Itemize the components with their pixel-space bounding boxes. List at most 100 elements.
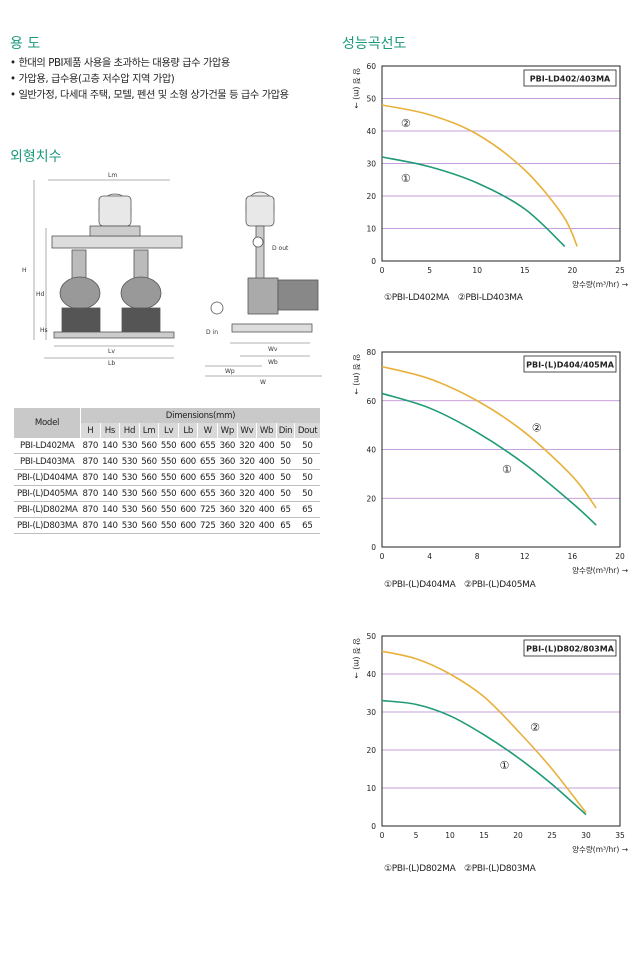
y-tick-label: 50 <box>366 632 376 641</box>
model-cell: PBI-(L)D802MA <box>14 501 81 518</box>
value-cell: 550 <box>158 453 179 470</box>
legend-item: ①PBI-LD402MA <box>384 293 450 303</box>
value-cell: 50 <box>276 438 295 454</box>
value-cell: 65 <box>294 501 320 518</box>
value-cell: 400 <box>256 485 277 502</box>
value-cell: 140 <box>100 501 120 518</box>
chart-2-legend: ①PBI-(L)D404MA ②PBI-(L)D405MA <box>384 580 536 590</box>
chart-title-box <box>523 639 617 657</box>
value-cell: 320 <box>237 501 257 518</box>
chart-title: PBI-(L)D802/803MA <box>526 645 615 654</box>
value-cell: 560 <box>139 517 159 534</box>
x-tick-label: 15 <box>520 266 530 275</box>
usage-bullet: • 한대의 PBI제품 사용을 초과하는 대용량 급수 가압용 <box>10 58 230 69</box>
value-cell: 140 <box>100 517 120 534</box>
y-tick-label: 30 <box>366 708 376 717</box>
legend-item: ①PBI-(L)D802MA <box>384 864 456 874</box>
chart-3-legend: ①PBI-(L)D802MA ②PBI-(L)D803MA <box>384 864 536 874</box>
value-cell: 50 <box>294 469 320 486</box>
value-cell: 530 <box>119 501 140 518</box>
pump-drawing: Lm H Hd Hs Lv Lb D out D in Wv Wb Wp W <box>22 172 322 386</box>
value-cell: 360 <box>217 485 238 502</box>
value-cell: 400 <box>256 438 277 454</box>
y-tick-label: 20 <box>366 494 376 503</box>
value-cell: 400 <box>256 501 277 518</box>
value-cell: 725 <box>197 501 218 518</box>
value-cell: 550 <box>158 501 179 518</box>
value-cell: 725 <box>197 517 218 534</box>
x-tick-label: 25 <box>615 266 625 275</box>
series-marker-1: ① <box>499 759 509 772</box>
column-header: Lm <box>138 423 159 438</box>
value-cell: 655 <box>197 485 218 502</box>
series-line-1 <box>381 392 597 526</box>
series-line-1 <box>381 156 566 247</box>
y-tick-label: 20 <box>366 746 376 755</box>
series-line-1 <box>381 699 587 816</box>
value-cell: 600 <box>178 469 198 486</box>
value-cell: 530 <box>119 438 140 454</box>
usage-bullets: • 한대의 PBI제품 사용을 초과하는 대용량 급수 가압용 • 가압용, 급… <box>10 56 330 104</box>
value-cell: 65 <box>294 517 320 534</box>
x-tick-label: 30 <box>581 831 591 840</box>
y-tick-label: 10 <box>366 225 376 234</box>
value-cell: 550 <box>158 469 179 486</box>
value-cell: 360 <box>217 438 238 454</box>
value-cell: 560 <box>139 453 159 470</box>
dim-label-hs: Hs <box>40 327 48 334</box>
x-tick-label: 25 <box>547 831 557 840</box>
value-cell: 530 <box>119 485 140 502</box>
y-axis-label: 양 정 (m) → <box>352 354 362 394</box>
series-marker-2: ② <box>530 721 540 734</box>
value-cell: 550 <box>158 485 179 502</box>
x-tick-label: 0 <box>380 266 385 275</box>
value-cell: 600 <box>178 438 198 454</box>
x-tick-label: 10 <box>472 266 482 275</box>
column-header: Wv <box>236 423 257 438</box>
value-cell: 140 <box>100 453 120 470</box>
value-cell: 320 <box>237 485 257 502</box>
series-line-2 <box>381 365 597 509</box>
value-cell: 550 <box>158 438 179 454</box>
dim-label-lm: Lm <box>108 172 117 179</box>
value-cell: 870 <box>80 438 101 454</box>
value-cell: 50 <box>294 453 320 470</box>
x-tick-label: 16 <box>568 552 578 561</box>
x-tick-label: 8 <box>475 552 480 561</box>
dim-label-din: D in <box>206 329 218 336</box>
value-cell: 65 <box>276 517 295 534</box>
series-line-2 <box>381 650 587 814</box>
legend-item: ②PBI-LD403MA <box>457 293 523 303</box>
dim-label-wv: Wv <box>268 346 278 353</box>
chart-title-box <box>523 355 617 373</box>
dimensions-group-header: Dimensions(mm) <box>80 408 320 423</box>
model-cell: PBI-LD403MA <box>14 453 81 470</box>
plot-frame <box>381 635 621 827</box>
performance-title: 성능곡선도 <box>342 36 407 52</box>
value-cell: 600 <box>178 453 198 470</box>
column-header: Lv <box>158 423 179 438</box>
value-cell: 50 <box>276 453 295 470</box>
model-cell: PBI-(L)D405MA <box>14 485 81 502</box>
value-cell: 400 <box>256 517 277 534</box>
value-cell: 655 <box>197 438 218 454</box>
y-tick-label: 80 <box>366 348 376 357</box>
x-tick-label: 10 <box>445 831 455 840</box>
value-cell: 530 <box>119 469 140 486</box>
dim-label-h: H <box>22 267 27 274</box>
y-tick-label: 0 <box>371 257 376 266</box>
dim-label-wb: Wb <box>268 359 278 366</box>
value-cell: 50 <box>294 485 320 502</box>
value-cell: 870 <box>80 501 101 518</box>
value-cell: 320 <box>237 453 257 470</box>
value-cell: 655 <box>197 469 218 486</box>
column-header: Dout <box>294 423 320 438</box>
usage-bullet: • 일반가정, 다세대 주택, 모텔, 펜션 및 소형 상가건물 등 급수 가압… <box>10 90 289 101</box>
value-cell: 530 <box>119 517 140 534</box>
chart-title: PBI-LD402/403MA <box>530 75 611 84</box>
y-tick-label: 20 <box>366 192 376 201</box>
